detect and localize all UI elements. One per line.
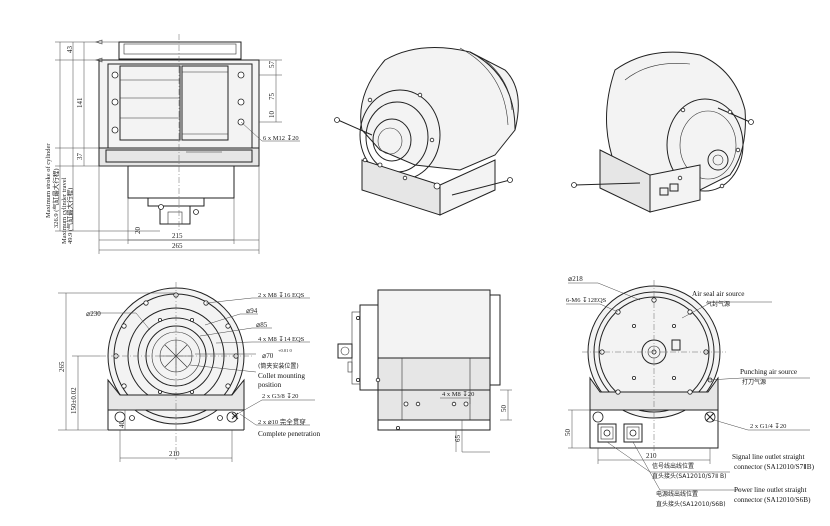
- dim-75: 75: [268, 93, 276, 101]
- side-m8-note: 4 x M8 ↧20: [442, 390, 474, 398]
- collet-cn: (筒夹安装位置): [258, 362, 299, 370]
- max-stroke-value: 326.9 (气缸最大行程): [51, 168, 60, 228]
- dim-215: 215: [172, 232, 183, 240]
- power-line-label: Power line outlet straight: [734, 486, 806, 494]
- note-m8-16: 2 x M8 ↧16 EQS: [258, 291, 305, 299]
- dia-230: ⌀230: [86, 310, 101, 318]
- height-265: 265: [58, 361, 66, 372]
- dim-40: 40: [118, 421, 126, 429]
- note-m6: 6-M6 ↧12EQS: [566, 296, 607, 304]
- note-m8-14: 4 x M8 ↧14 EQS: [258, 335, 305, 343]
- signal-cn: 信号线出线位置: [652, 462, 694, 470]
- isometric-view-front: [334, 47, 519, 216]
- rear-view: ⌀218 6-M6 ↧12EQS Air seal air source 气封气…: [564, 275, 815, 508]
- collet-position: position: [258, 381, 282, 389]
- dia-85: ⌀85: [256, 321, 268, 329]
- punching-air-source: Punching air source: [740, 368, 797, 376]
- dim-43: 43: [66, 46, 74, 54]
- dia-218: ⌀218: [568, 275, 583, 283]
- rear-dim-210: 210: [646, 452, 657, 460]
- collet-mounting-position: Collet mounting: [258, 372, 305, 380]
- max-stroke-label: Maximum stroke of cylinder: [45, 143, 52, 218]
- note-g14: 2 x G1/4 ↧20: [750, 422, 786, 430]
- width-210: 210: [169, 450, 180, 458]
- rear-dim-50: 50: [564, 429, 572, 437]
- dim-57: 57: [268, 61, 276, 69]
- isometric-view-rear: [571, 51, 754, 213]
- max-travel-label: Maximum cylinder travel: [61, 177, 68, 244]
- dim-265: 265: [172, 242, 183, 250]
- dim-10: 10: [268, 111, 276, 119]
- dia-70: ⌀70: [262, 352, 274, 360]
- dim-20: 20: [134, 227, 142, 235]
- punching-cn: 打刀气源: [742, 378, 766, 386]
- power-cn2: 直头接头(SA12010/S6B): [656, 500, 726, 508]
- side-dim-50: 50: [500, 405, 508, 413]
- side-dim-65: 65: [454, 435, 462, 443]
- bolt-note-m12: 6 x M12 ↧20: [263, 134, 299, 142]
- signal-line-label2: connector (SA12010/S7ⅡB): [734, 463, 815, 471]
- signal-cn2: 直头接头(SA12010/S7Ⅱ B): [652, 472, 726, 480]
- dia-94: ⌀94: [246, 307, 258, 315]
- top-left-elevation-view: 43 141 37 57 75 10 6 x M12 ↧20 Maximum s…: [45, 34, 300, 254]
- air-seal-cn: 气封气源: [706, 300, 730, 308]
- power-cn: 电源线出线位置: [656, 490, 698, 498]
- dim-141: 141: [76, 97, 84, 108]
- front-view: ⌀230 2 x M8 ↧16 EQS ⌀94 ⌀85 4 x M8 ↧14 E…: [58, 282, 320, 462]
- note-g38: 2 x G3/8 ↧20: [262, 392, 298, 400]
- air-seal-source: Air seal air source: [692, 290, 745, 298]
- power-line-label2: connector (SA12010/S6B): [734, 496, 811, 504]
- complete-penetration: Complete penetration: [258, 430, 320, 438]
- max-travel-value: 49.9 (气缸最大行程): [65, 188, 74, 244]
- side-view: 4 x M8 ↧20 50 65: [337, 289, 512, 453]
- height-150: 150±0.02: [70, 387, 78, 414]
- note-dia10: 2 x ⌀10 完全贯穿: [258, 417, 306, 426]
- tol-70: +0.01 0: [278, 348, 293, 353]
- signal-line-label: Signal line outlet straight: [732, 453, 804, 461]
- dim-37: 37: [76, 153, 84, 161]
